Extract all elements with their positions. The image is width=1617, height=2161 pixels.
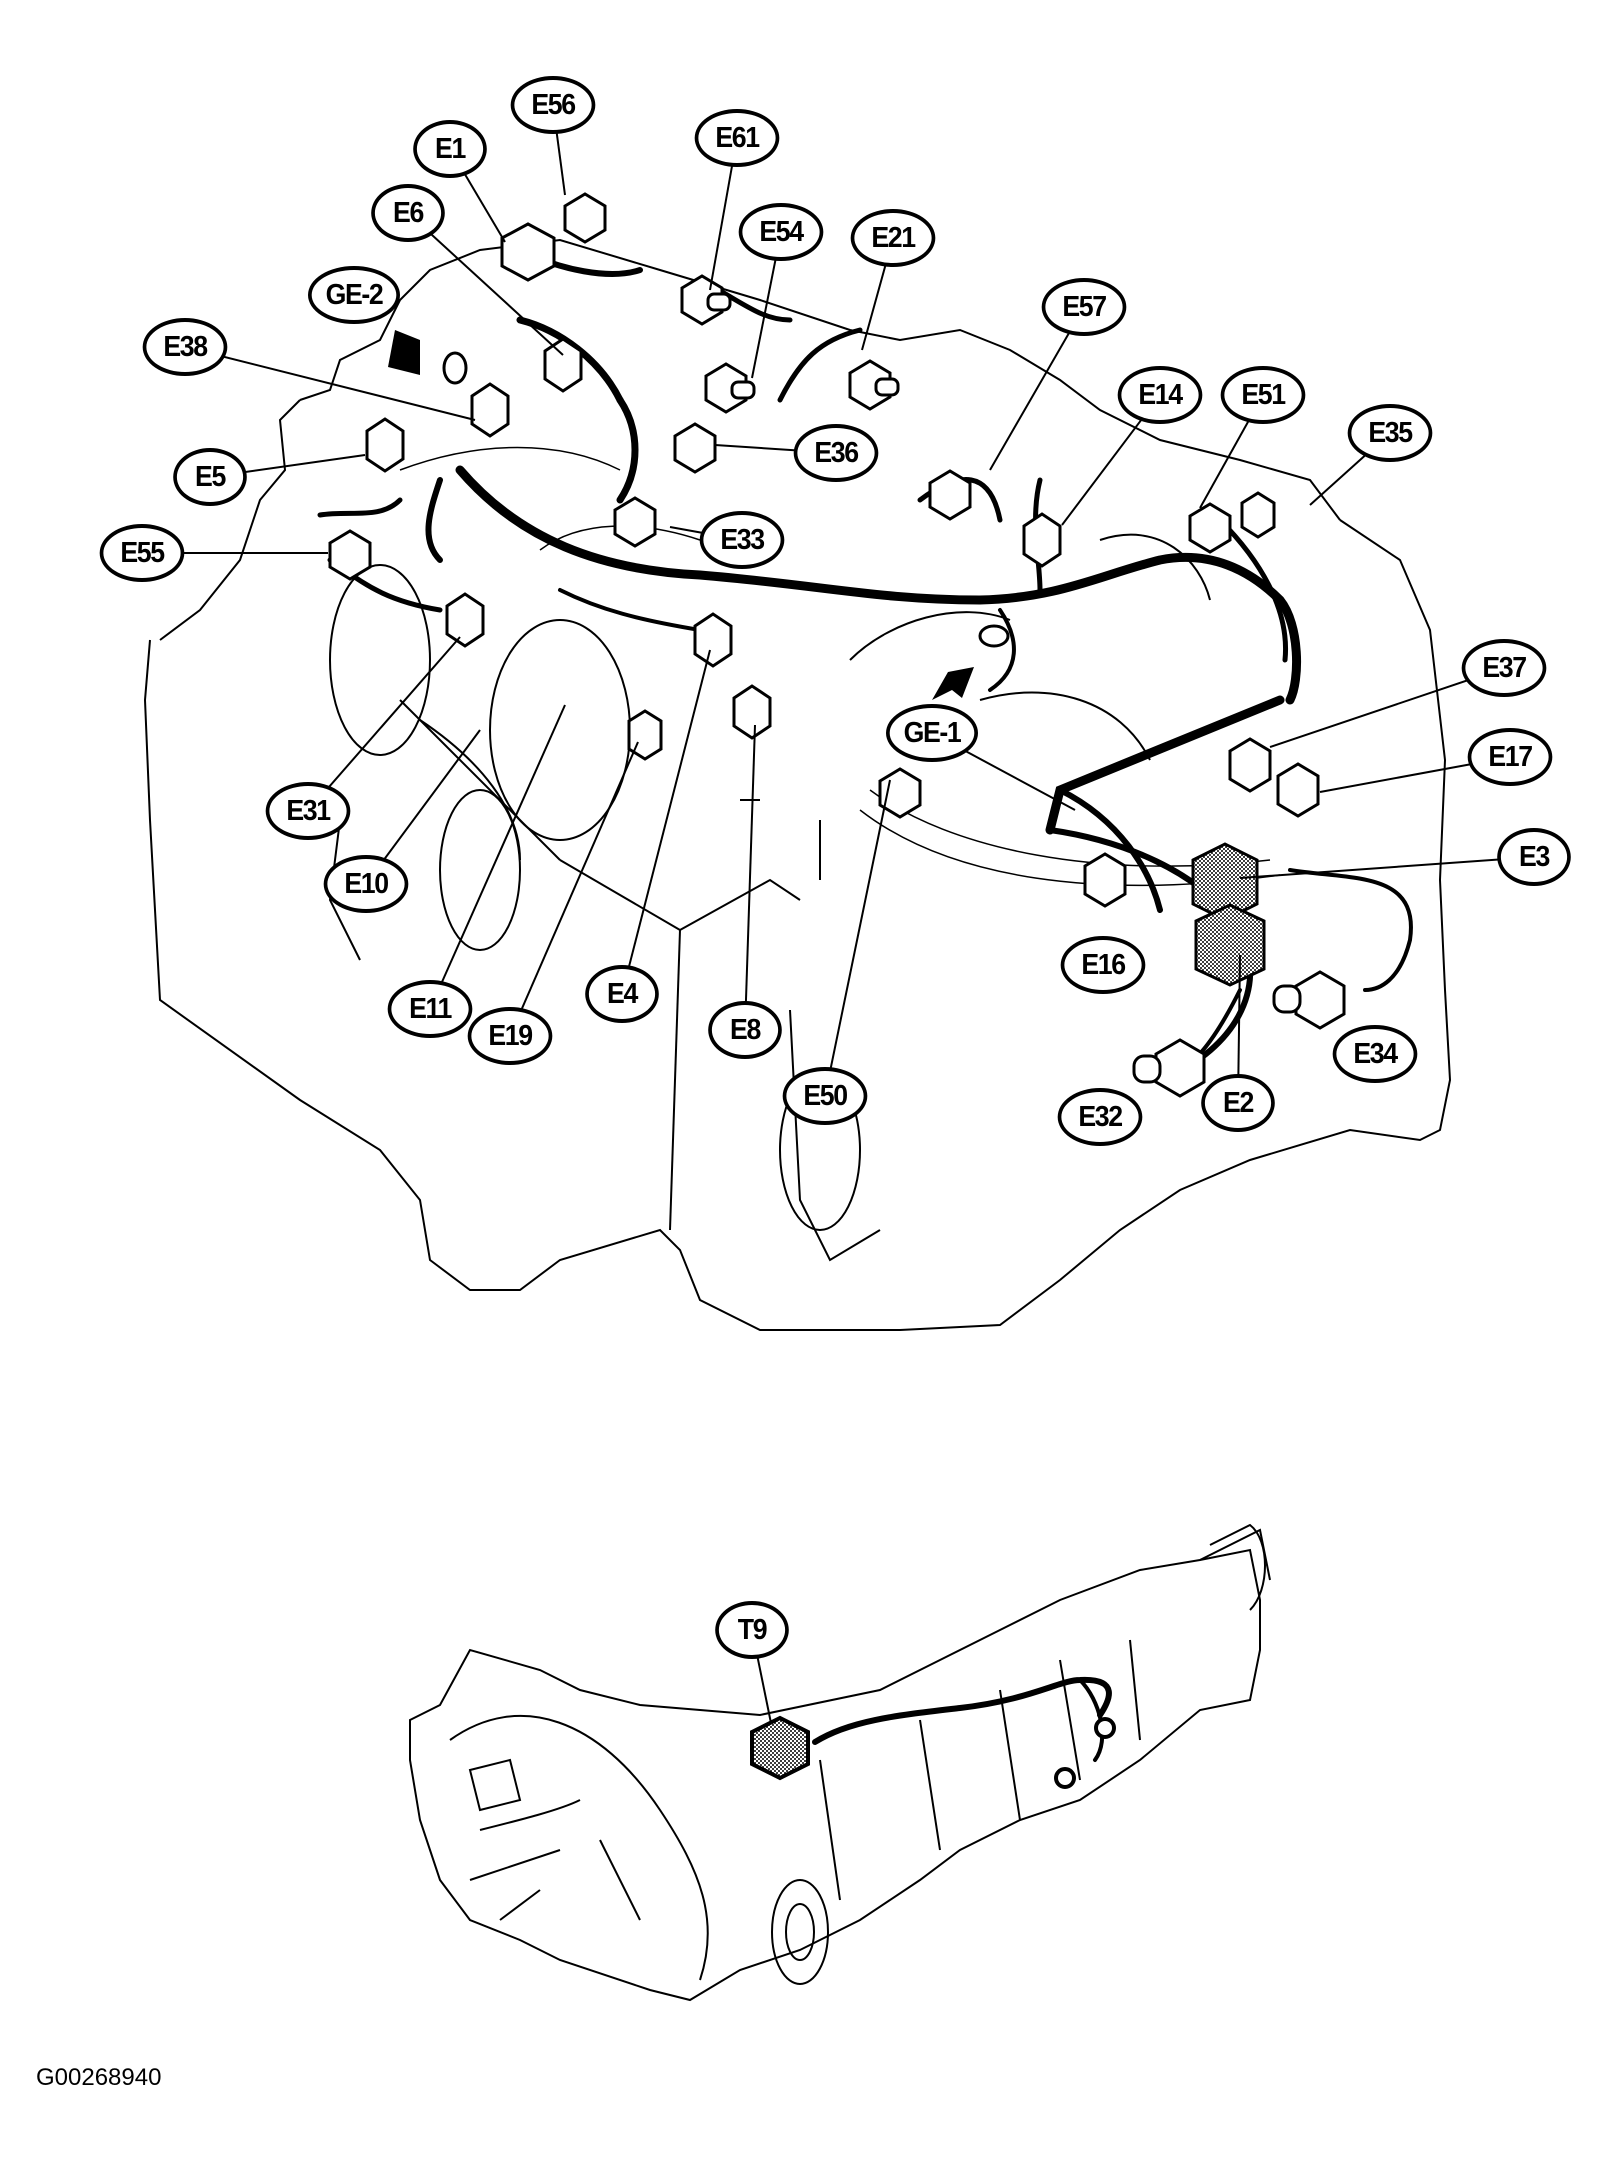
callout-e50[interactable]: E50 [782, 1067, 868, 1125]
connector-E38 [470, 382, 510, 438]
connector-E35 [1240, 491, 1276, 539]
harness-loom-outlines [399, 446, 1281, 887]
connector-E55 [328, 529, 372, 581]
leader-line-e11 [429, 704, 566, 1010]
connector-E17 [1276, 762, 1320, 818]
leader-line-e3 [1239, 856, 1535, 879]
callout-e19[interactable]: E19 [467, 1007, 553, 1065]
connector-E21 [848, 359, 900, 411]
leader-line-e19 [509, 741, 639, 1037]
callout-e35[interactable]: E35 [1347, 404, 1433, 462]
connector-E16 [1083, 852, 1127, 908]
leader-line-e31 [307, 636, 461, 812]
callout-e61[interactable]: E61 [694, 109, 780, 167]
connector-E32 [1132, 1038, 1206, 1098]
arrow-icons [388, 330, 974, 700]
leader-line-e8 [744, 724, 756, 1031]
callout-e21[interactable]: E21 [850, 209, 936, 267]
connector-E14 [1022, 512, 1062, 568]
engine-connectors [328, 192, 1346, 1098]
callout-e36[interactable]: E36 [793, 424, 879, 482]
leader-line-e38 [184, 346, 476, 421]
transmission-wire-harness [812, 1676, 1116, 1789]
callout-t9[interactable]: T9 [715, 1601, 789, 1659]
callout-e56[interactable]: E56 [510, 76, 596, 134]
ge2-arrow-icon [388, 330, 420, 375]
ground-terminals [442, 351, 1010, 648]
callout-e31[interactable]: E31 [265, 782, 351, 840]
callout-e33[interactable]: E33 [699, 511, 785, 569]
callout-e57[interactable]: E57 [1041, 278, 1127, 336]
connector-E33 [613, 496, 657, 548]
callout-e11[interactable]: E11 [387, 980, 473, 1038]
callout-e5[interactable]: E5 [173, 448, 247, 506]
ge1-arrow-icon [932, 667, 974, 700]
connector-E36 [673, 422, 717, 474]
connector-E1 [500, 222, 556, 282]
leader-line-e6 [407, 212, 564, 356]
callout-e51[interactable]: E51 [1220, 366, 1306, 424]
callout-ge-1[interactable]: GE-1 [886, 704, 978, 762]
connector-E6 [543, 337, 583, 393]
transmission-outline [409, 1523, 1271, 2002]
callout-e4[interactable]: E4 [585, 965, 659, 1023]
connector-E57 [928, 469, 972, 521]
connector-E31 [445, 592, 485, 648]
connector-E8 [732, 684, 772, 740]
connector-E56 [563, 192, 607, 244]
connector-E37 [1228, 737, 1272, 793]
connector-E3 [1191, 842, 1259, 922]
connector-E4 [693, 612, 733, 668]
callout-leader-lines [142, 104, 1535, 1729]
callout-e16[interactable]: E16 [1060, 936, 1146, 994]
connector-E50 [878, 767, 922, 819]
callout-e6[interactable]: E6 [371, 184, 445, 242]
callout-e32[interactable]: E32 [1057, 1088, 1143, 1146]
connector-E34 [1272, 970, 1346, 1030]
callout-e54[interactable]: E54 [738, 203, 824, 261]
connector-E5 [365, 417, 405, 473]
callout-e37[interactable]: E37 [1461, 639, 1547, 697]
callout-e14[interactable]: E14 [1117, 366, 1203, 424]
callout-e17[interactable]: E17 [1467, 728, 1553, 786]
callout-e34[interactable]: E34 [1332, 1025, 1418, 1083]
ge1-ring-terminal [978, 624, 1010, 648]
callout-e8[interactable]: E8 [708, 1001, 782, 1059]
leader-line-e37 [1269, 667, 1505, 748]
callout-e38[interactable]: E38 [142, 318, 228, 376]
connector-T9 [750, 1715, 810, 1781]
callout-e1[interactable]: E1 [413, 120, 487, 178]
callout-e3[interactable]: E3 [1497, 828, 1571, 886]
callout-ge-2[interactable]: GE-2 [308, 266, 400, 324]
connector-E2 [1194, 903, 1266, 987]
callout-e55[interactable]: E55 [99, 524, 185, 582]
leader-line-e50 [824, 779, 891, 1097]
leader-line-e4 [621, 649, 711, 995]
callout-e10[interactable]: E10 [323, 855, 409, 913]
engine-block-outline [143, 238, 1452, 1331]
connector-E61 [680, 274, 732, 326]
connector-E54 [704, 362, 756, 414]
ge2-ring-terminal [442, 351, 468, 385]
figure-code: G00268940 [36, 2064, 162, 2091]
connector-E51 [1188, 502, 1232, 554]
callout-e2[interactable]: E2 [1201, 1074, 1275, 1132]
connector-E19 [627, 709, 663, 761]
